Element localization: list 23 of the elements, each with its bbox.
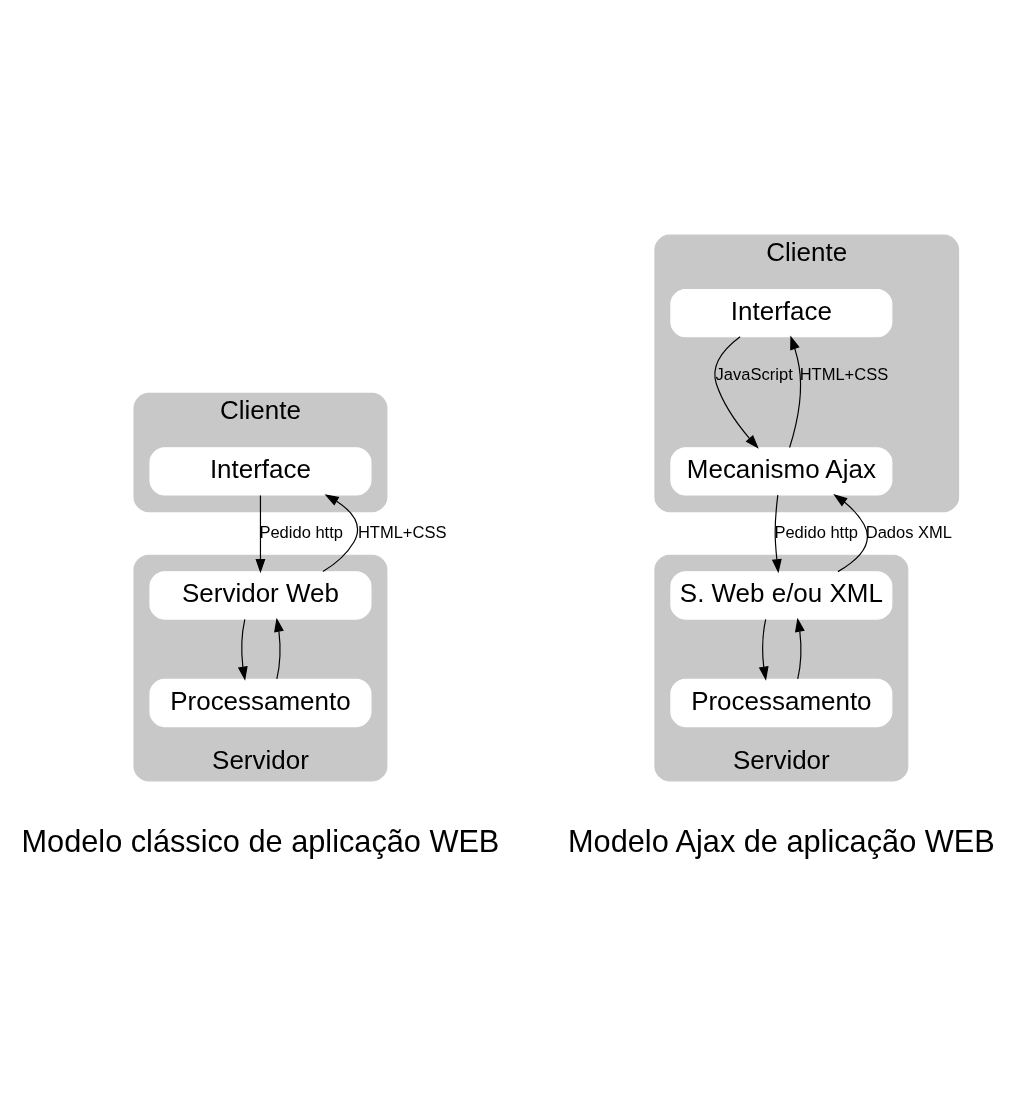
arrow — [274, 617, 284, 680]
arrow — [794, 617, 805, 680]
arrow — [833, 493, 868, 572]
edge-label: Pedido http — [259, 522, 343, 542]
label: Modelo clássico de aplicação WEB — [21, 823, 500, 859]
node-box: Mecanismo Ajax — [670, 446, 893, 496]
edge-label: Pedido http — [774, 522, 858, 542]
arrow — [789, 335, 802, 448]
node-box: Processamento — [670, 678, 893, 727]
node-box: Servidor Web — [149, 570, 372, 620]
node-box: Interface — [670, 288, 893, 337]
node-box: S. Web e/ou XML — [670, 570, 893, 620]
edge-label: JavaScript — [715, 364, 793, 384]
arrow — [237, 618, 248, 681]
arrow — [322, 493, 359, 572]
label: Modelo Ajax de aplicação WEB — [568, 823, 995, 859]
arrow — [714, 335, 759, 449]
node-box: Processamento — [149, 678, 372, 727]
arrow — [758, 618, 769, 681]
edge-label: HTML+CSS — [357, 522, 447, 542]
edge-label: Dados XML — [865, 522, 953, 542]
edge-label: HTML+CSS — [799, 364, 889, 384]
node-box: Interface — [149, 446, 372, 496]
